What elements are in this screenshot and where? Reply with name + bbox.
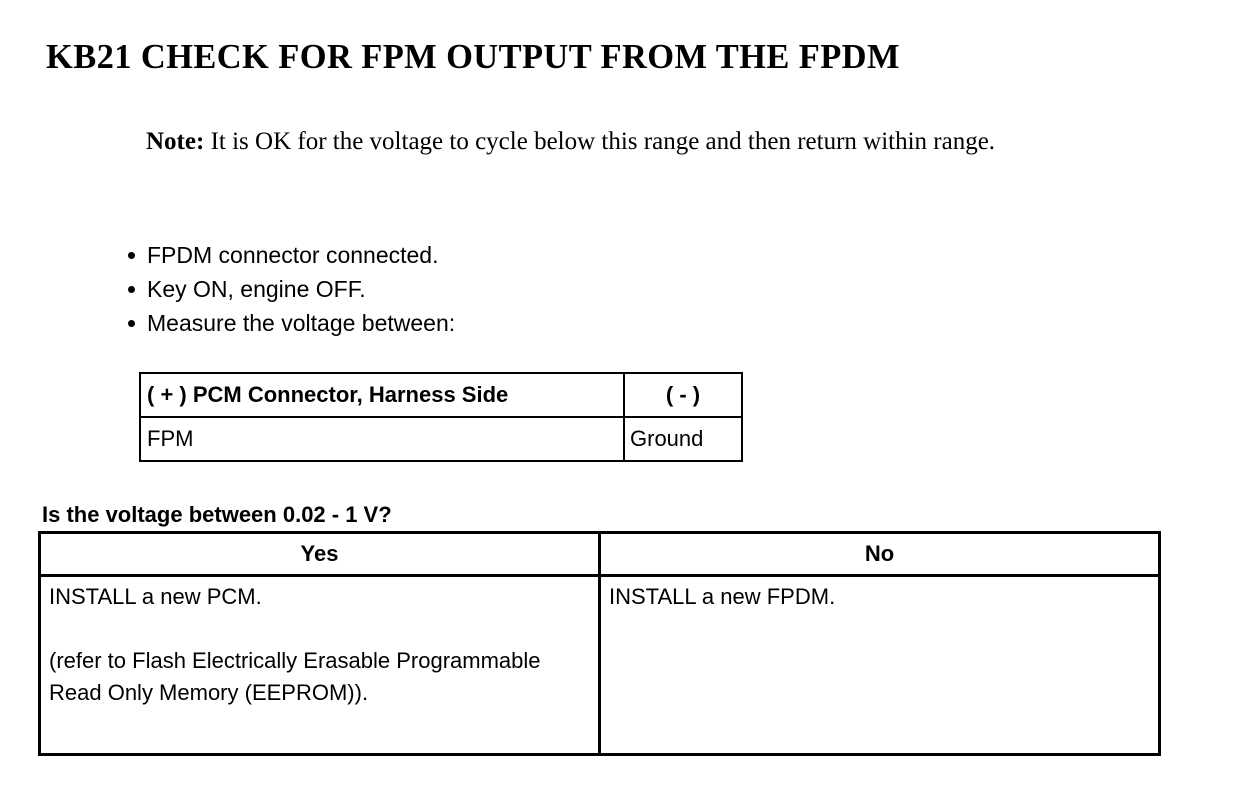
cell-no-action: INSTALL a new FPDM. <box>598 574 1161 756</box>
list-item: Measure the voltage between: <box>128 306 828 340</box>
no-action-line-1: INSTALL a new FPDM. <box>609 584 836 609</box>
list-item-label: Measure the voltage between: <box>147 310 456 336</box>
yes-action-line-1: INSTALL a new PCM. <box>49 584 262 609</box>
note-label: Note: <box>146 128 205 155</box>
note-block: Note: It is OK for the voltage to cycle … <box>146 122 1198 162</box>
list-item-label: FPDM connector connected. <box>147 242 439 268</box>
table-header-row: Yes No <box>38 531 1161 577</box>
cell-positive-terminal: FPM <box>139 416 625 462</box>
cell-negative-terminal: Ground <box>623 416 743 462</box>
list-item-label: Key ON, engine OFF. <box>147 276 366 302</box>
column-header-no: No <box>598 531 1161 577</box>
connector-measurement-table: ( + ) PCM Connector, Harness Side ( - ) … <box>139 372 743 462</box>
decision-question: Is the voltage between 0.02 - 1 V? <box>42 502 392 527</box>
decision-table: Yes No INSTALL a new PCM. (refer to Flas… <box>38 531 1161 756</box>
page-title: KB21 CHECK FOR FPM OUTPUT FROM THE FPDM <box>46 37 900 76</box>
column-header-positive: ( + ) PCM Connector, Harness Side <box>139 372 625 418</box>
list-item: FPDM connector connected. <box>128 238 828 272</box>
cell-yes-action: INSTALL a new PCM. (refer to Flash Elect… <box>38 574 601 756</box>
note-text: It is OK for the voltage to cycle below … <box>204 128 996 155</box>
column-header-negative: ( - ) <box>623 372 743 418</box>
condition-bullet-list: FPDM connector connected. Key ON, engine… <box>128 238 828 340</box>
table-header-row: ( + ) PCM Connector, Harness Side ( - ) <box>139 372 743 418</box>
list-item: Key ON, engine OFF. <box>128 272 828 306</box>
column-header-yes: Yes <box>38 531 601 577</box>
spacer <box>49 613 590 645</box>
table-row: FPM Ground <box>139 416 743 462</box>
yes-action-line-2: (refer to Flash Electrically Erasable Pr… <box>49 648 541 705</box>
table-row: INSTALL a new PCM. (refer to Flash Elect… <box>38 574 1161 756</box>
